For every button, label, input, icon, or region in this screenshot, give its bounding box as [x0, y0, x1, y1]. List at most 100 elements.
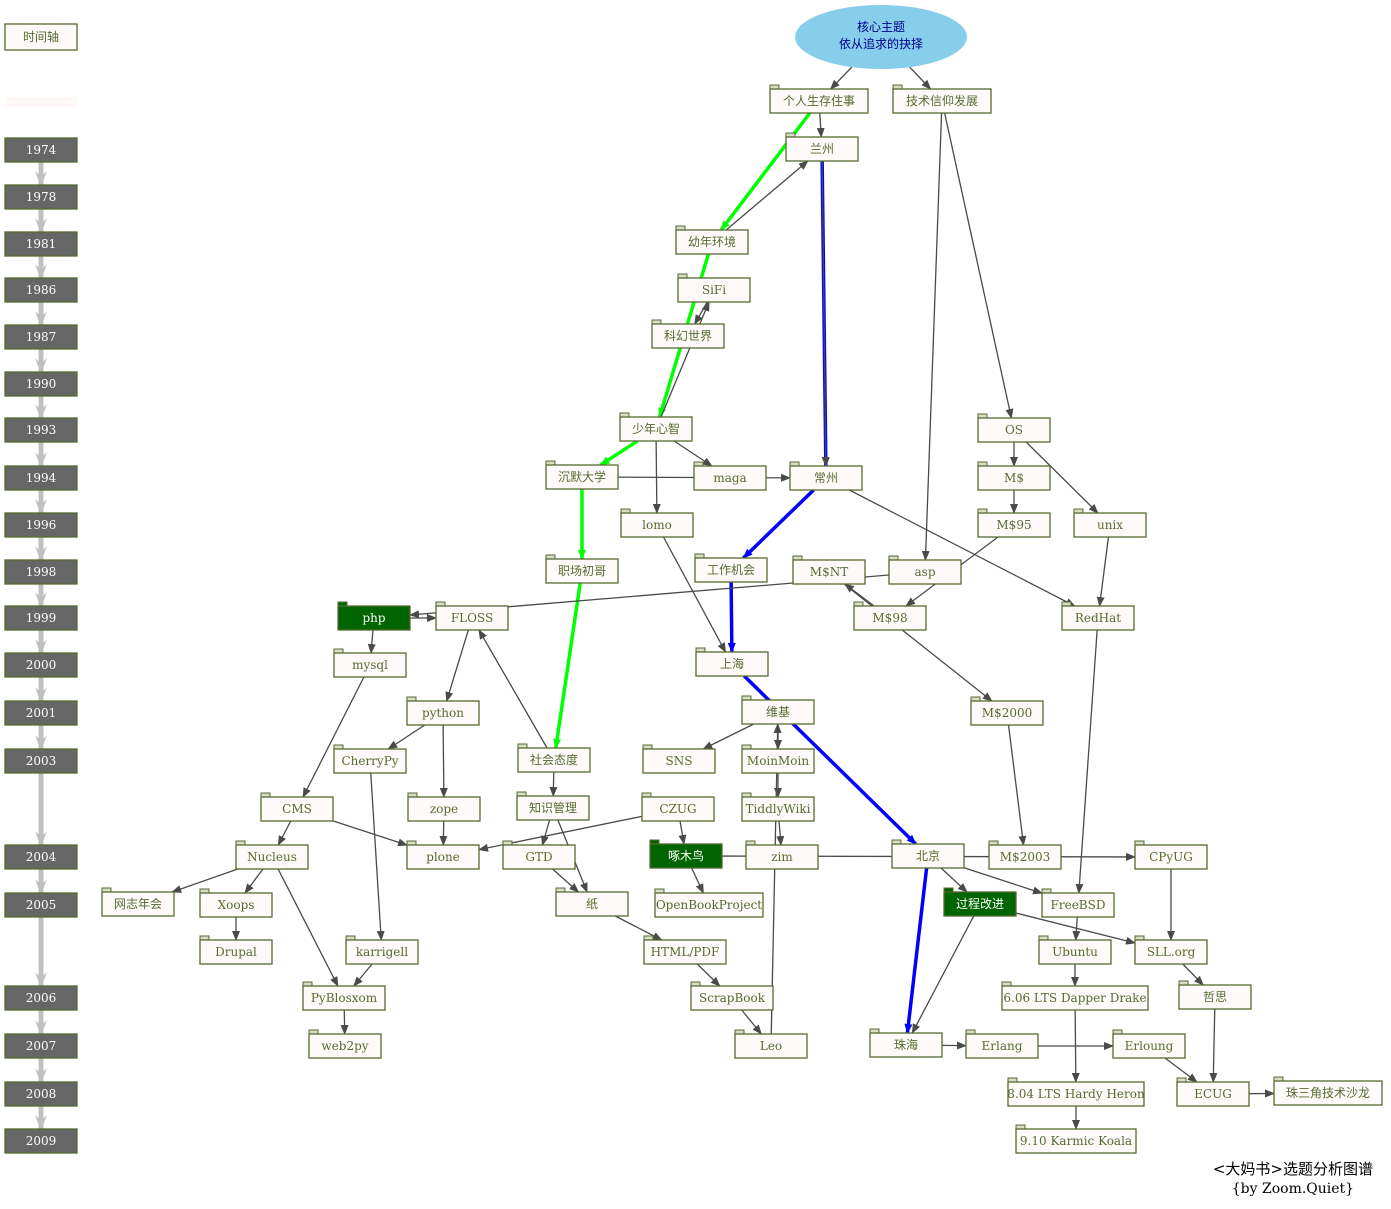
- year-node[interactable]: 1998: [4, 559, 78, 585]
- node-label: M$NT: [810, 565, 848, 579]
- node-process[interactable]: 过程改进: [943, 887, 1017, 917]
- node-obp[interactable]: OpenBookProject: [654, 888, 764, 918]
- node-tech[interactable]: 技术信仰发展: [892, 84, 992, 114]
- node-tiddlywiki[interactable]: TiddlyWiki: [741, 792, 815, 822]
- node-job[interactable]: 工作机会: [694, 553, 768, 583]
- node-silent-univ[interactable]: 沉默大学: [545, 460, 619, 490]
- year-node[interactable]: 1978: [4, 184, 78, 210]
- node-xoops[interactable]: Xoops: [199, 888, 273, 918]
- node-zim[interactable]: zim: [745, 840, 819, 870]
- year-node[interactable]: 2007: [4, 1033, 78, 1059]
- node-pyblosxom[interactable]: PyBlosxom: [302, 981, 386, 1011]
- node-erloung[interactable]: Erloung: [1112, 1029, 1186, 1059]
- node-cherrypy[interactable]: CherryPy: [333, 744, 407, 774]
- node-drupal[interactable]: Drupal: [199, 935, 273, 965]
- node-moinmoin[interactable]: MoinMoin: [741, 744, 815, 774]
- edge-php-to-mysql: [367, 629, 376, 654]
- node-ms95[interactable]: M$95: [977, 508, 1051, 538]
- node-km[interactable]: 知识管理: [516, 791, 590, 821]
- year-label: 2008: [26, 1087, 57, 1101]
- node-cms[interactable]: CMS: [260, 792, 334, 822]
- year-node[interactable]: 1981: [4, 231, 78, 257]
- node-paper[interactable]: 纸: [555, 887, 629, 917]
- node-ms2000[interactable]: M$2000: [970, 696, 1044, 726]
- node-floss[interactable]: FLOSS: [435, 601, 509, 631]
- node-os[interactable]: OS: [977, 413, 1051, 443]
- node-changzhou[interactable]: 常州: [789, 461, 863, 491]
- node-zhesi[interactable]: 哲思: [1178, 980, 1252, 1010]
- year-node[interactable]: 2003: [4, 748, 78, 774]
- node-social[interactable]: 社会态度: [517, 743, 591, 773]
- year-node[interactable]: 1996: [4, 512, 78, 538]
- node-hardy[interactable]: 8.04 LTS Hardy Heron: [1007, 1077, 1145, 1107]
- node-sllorg[interactable]: SLL.org: [1134, 935, 1208, 965]
- node-prd-salon[interactable]: 珠三角技术沙龙: [1273, 1076, 1383, 1106]
- node-ms[interactable]: M$: [977, 461, 1051, 491]
- node-leo[interactable]: Leo: [734, 1029, 808, 1059]
- edge-childhood-to-lanzhou: [725, 160, 809, 231]
- node-karrigell[interactable]: karrigell: [345, 935, 419, 965]
- node-sns[interactable]: SNS: [642, 744, 716, 774]
- node-asp[interactable]: asp: [888, 555, 962, 585]
- node-msnt[interactable]: M$NT: [792, 555, 866, 585]
- node-ms2003[interactable]: M$2003: [988, 840, 1062, 870]
- node-nucleus[interactable]: Nucleus: [235, 840, 309, 870]
- node-web2py[interactable]: web2py: [308, 1029, 382, 1059]
- year-node[interactable]: 2005: [4, 892, 78, 918]
- node-czug[interactable]: CZUG: [641, 792, 715, 822]
- node-htmlpdf[interactable]: HTML/PDF: [643, 935, 727, 965]
- year-node[interactable]: 2009: [4, 1128, 78, 1154]
- node-ubuntu[interactable]: Ubuntu: [1038, 935, 1112, 965]
- node-plone[interactable]: plone: [406, 840, 480, 870]
- node-lomo[interactable]: lomo: [620, 508, 694, 538]
- node-cpyug[interactable]: CPyUG: [1134, 840, 1208, 870]
- node-redhat[interactable]: RedHat: [1061, 601, 1135, 631]
- year-label: 1987: [26, 330, 57, 344]
- node-php[interactable]: php: [337, 601, 411, 631]
- year-node[interactable]: 2004: [4, 844, 78, 870]
- year-node[interactable]: 1974: [4, 137, 78, 163]
- year-node[interactable]: 2008: [4, 1081, 78, 1107]
- year-node[interactable]: 2001: [4, 700, 78, 726]
- node-mysql[interactable]: mysql: [333, 648, 407, 678]
- node-label: Leo: [760, 1039, 782, 1053]
- year-node[interactable]: 1986: [4, 277, 78, 303]
- node-zope[interactable]: zope: [407, 792, 481, 822]
- node-lanzhou[interactable]: 兰州: [785, 132, 859, 162]
- node-wiki[interactable]: 维基: [741, 695, 815, 725]
- node-gtd[interactable]: GTD: [502, 840, 576, 870]
- node-career[interactable]: 职场初哥: [545, 554, 619, 584]
- edge-unix-to-redhat: [1096, 536, 1110, 607]
- year-node[interactable]: 1987: [4, 324, 78, 350]
- year-node[interactable]: 1994: [4, 465, 78, 491]
- year-node[interactable]: 2006: [4, 985, 78, 1011]
- node-scrapbook[interactable]: ScrapBook: [690, 981, 774, 1011]
- node-sifi[interactable]: SiFi: [677, 273, 751, 303]
- node-ecug[interactable]: ECUG: [1176, 1077, 1250, 1107]
- node-kehuan[interactable]: 科幻世界: [651, 319, 725, 349]
- node-freebsd[interactable]: FreeBSD: [1041, 888, 1115, 918]
- node-label: MoinMoin: [747, 754, 809, 768]
- node-childhood[interactable]: 幼年环境: [675, 225, 749, 255]
- node-zeuux[interactable]: 啄木鸟: [649, 839, 723, 869]
- node-personal[interactable]: 个人生存住事: [769, 84, 869, 114]
- year-label: 1994: [26, 471, 57, 485]
- year-node[interactable]: 1999: [4, 605, 78, 631]
- year-node[interactable]: 1993: [4, 417, 78, 443]
- node-blogconf[interactable]: 网志年会: [101, 887, 175, 917]
- node-youth[interactable]: 少年心智: [619, 412, 693, 442]
- node-ms98[interactable]: M$98: [853, 601, 927, 631]
- node-zhuhai[interactable]: 珠海: [869, 1028, 943, 1058]
- node-maga[interactable]: maga: [693, 461, 767, 491]
- year-node[interactable]: 2000: [4, 652, 78, 678]
- node-shanghai[interactable]: 上海: [695, 647, 769, 677]
- year-node[interactable]: 1990: [4, 371, 78, 397]
- node-dapper[interactable]: 6.06 LTS Dapper Drake: [1001, 981, 1149, 1011]
- node-beijing[interactable]: 北京: [891, 839, 965, 869]
- node-erlang[interactable]: Erlang: [965, 1029, 1039, 1059]
- edge-cherrypy-to-karrigell: [370, 772, 385, 941]
- node-python[interactable]: python: [406, 696, 480, 726]
- node-unix[interactable]: unix: [1073, 508, 1147, 538]
- node-karmic[interactable]: 9.10 Karmic Koala: [1015, 1124, 1137, 1154]
